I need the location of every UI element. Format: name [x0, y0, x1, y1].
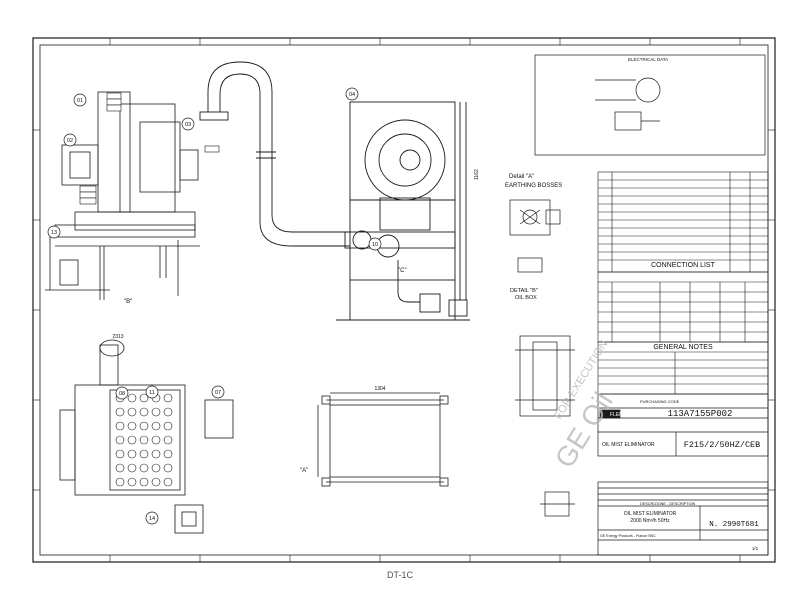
tag-boxes-left [79, 92, 220, 205]
electrical-data-box [534, 54, 766, 156]
connection-list-title: CONNECTION LIST [651, 262, 716, 269]
callout-01: 01 [77, 98, 83, 104]
dimension-left: 2313 [112, 334, 123, 340]
item-model: F215/2/50HZ/CEB [684, 440, 761, 450]
callout-04: 04 [349, 92, 355, 98]
title-block [597, 393, 769, 556]
logo-text: FLEM [610, 412, 623, 418]
fan-unit-side-view [45, 91, 200, 300]
outer-frame [32, 37, 776, 563]
drawing-title-2: 2000 Nm³/h 50Hz [630, 518, 670, 524]
connection-list-table [597, 171, 769, 395]
callout-13: 13 [51, 230, 57, 236]
detail-a-title: Detail "A" [509, 174, 534, 180]
purchasing-code-label: PURCHASING CODE [640, 399, 680, 404]
view-c-label: "C" [398, 268, 407, 274]
callout-03: 03 [185, 122, 191, 128]
exhaust-duct [199, 61, 350, 247]
drawing-title-1: OIL MIST ELIMINATOR [624, 511, 677, 517]
grid-of-holes [115, 393, 173, 487]
inner-frame [39, 44, 769, 556]
base-frame-plan [317, 392, 449, 487]
view-b-label: "B" [124, 299, 132, 305]
item-title: OIL MIST ELIMINATOR [602, 442, 655, 448]
separator-vessel-view [336, 101, 470, 321]
view-a-label: "A" [300, 468, 308, 474]
frame-ticks [33, 38, 775, 562]
callout-07: 07 [215, 390, 221, 396]
dimension-center: 1304 [374, 386, 385, 392]
callout-labels: 01 02 03 04 07 08 10 11 13 14 [51, 92, 378, 522]
electrical-data-title: ELECTRICAL DATA [628, 57, 668, 62]
detail-b-subtitle: OIL BOX [515, 295, 537, 301]
drawing-number: N. 2990T681 [709, 521, 759, 529]
detail-b-title: DETAIL "B" [510, 288, 538, 294]
company-name: GE Energy Products - France SNC [600, 534, 656, 538]
callout-circles [47, 87, 382, 525]
general-notes-title: GENERAL NOTES [653, 344, 713, 351]
detail-a-drawing [509, 199, 561, 273]
dimension-right: 1162 [474, 169, 480, 180]
detail-b-drawing [515, 335, 575, 517]
callout-08: 08 [119, 391, 125, 397]
purchasing-code: 113A7155P002 [668, 409, 733, 419]
callout-11: 11 [149, 390, 155, 396]
plan-view-bottom-left [59, 339, 234, 534]
detail-a-subtitle: EARTHING BOSSES [505, 183, 562, 189]
callout-02: 02 [67, 138, 73, 144]
callout-10: 10 [372, 242, 378, 248]
revision-description-header: DESCRIZIONE - DESCRIPTION [640, 502, 696, 506]
callout-14: 14 [149, 516, 155, 522]
sheet-number: 1/1 [752, 546, 759, 551]
page-label: DT-1C [386, 570, 413, 580]
